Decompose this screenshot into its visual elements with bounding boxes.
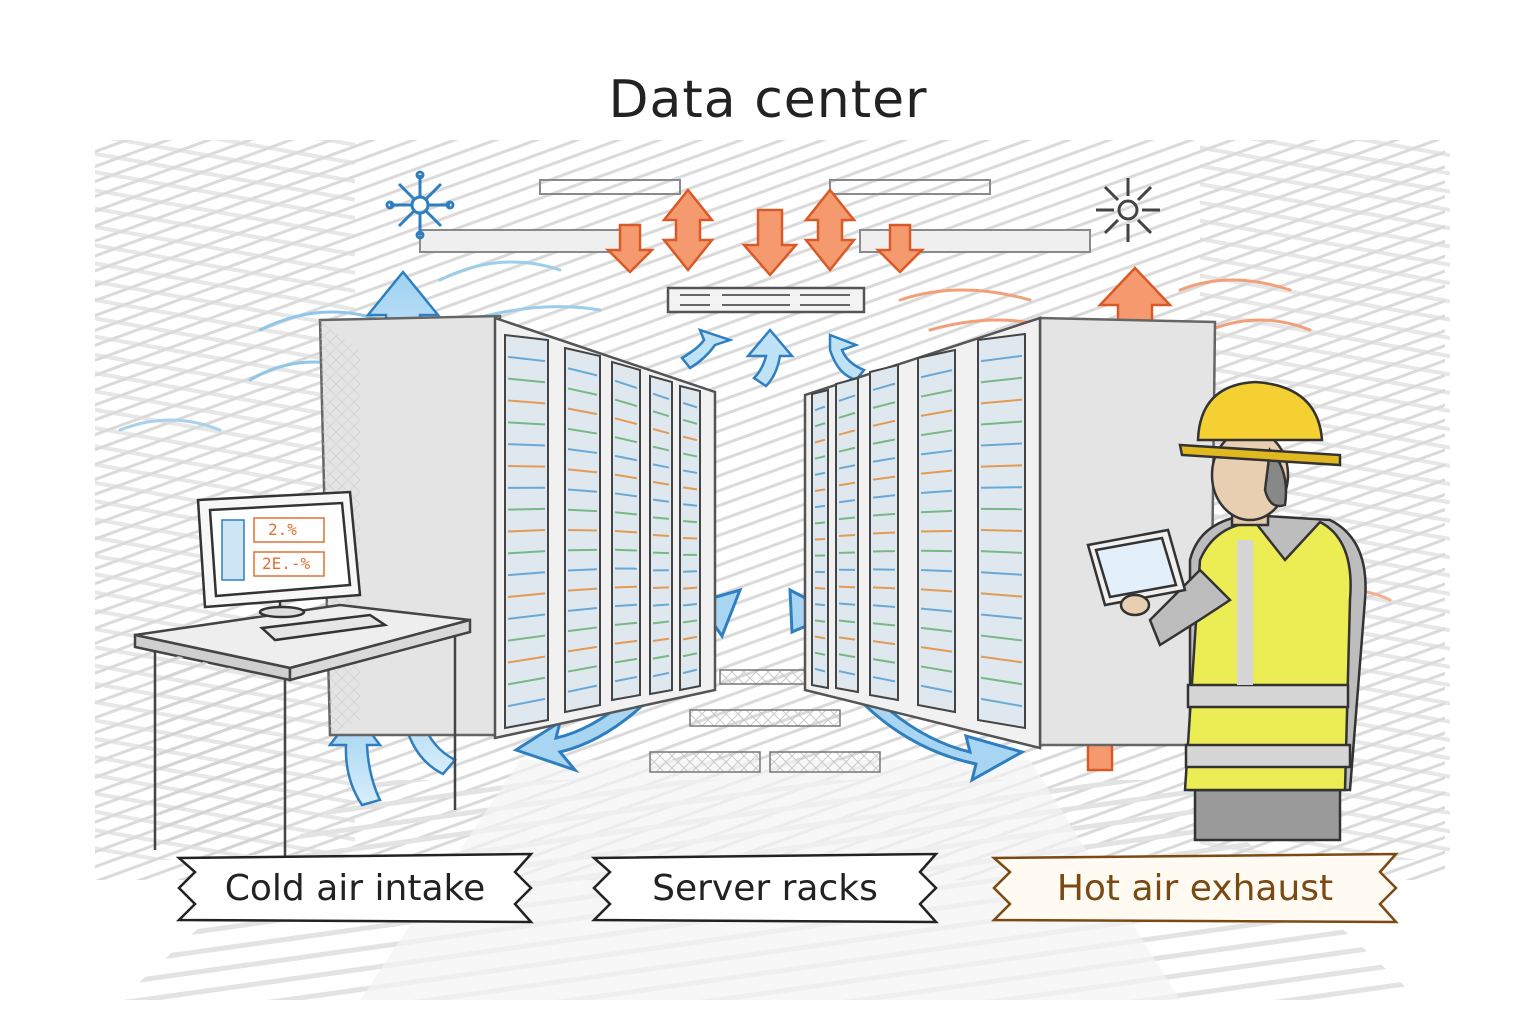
monitor-reading-1: 2.% [268,520,297,539]
label-hot-air-exhaust: Hot air exhaust [990,850,1400,926]
banner-shape [590,852,939,924]
server-rack-left-3 [611,360,641,702]
snowflake-icon [385,170,455,240]
technician [1086,380,1367,842]
server-rack-right-3 [869,363,899,702]
server-rack-left-2 [564,346,601,714]
monitor-reading-2: 2E.-% [262,554,311,573]
right-rack-units [811,332,1026,730]
label-server-racks: Server racks [590,850,940,926]
ceiling-vent-icon [666,286,866,314]
banner-shape [990,852,1399,924]
label-text: Cold air intake [224,867,486,909]
floor-vents [649,669,881,773]
ceiling-panels [419,179,1091,253]
page-title: Data center [608,70,928,130]
server-rack-left-5 [679,384,701,692]
server-rack-right-5 [811,388,829,690]
server-rack-right-4 [835,376,859,694]
label-text: Hot air exhaust [1056,867,1334,909]
left-rack-units [504,333,701,730]
heat-sun-icon [1096,178,1160,242]
server-rack-right-2 [917,348,956,714]
label-text: Server racks [652,867,878,909]
label-cold-air-intake: Cold air intake [175,850,535,926]
server-rack-left-1 [504,333,549,730]
server-rack-right-1 [977,332,1026,730]
banner-shape [175,852,534,924]
vent-airflow-arrows [680,327,867,388]
monitor [196,490,389,642]
server-rack-left-4 [649,374,673,696]
